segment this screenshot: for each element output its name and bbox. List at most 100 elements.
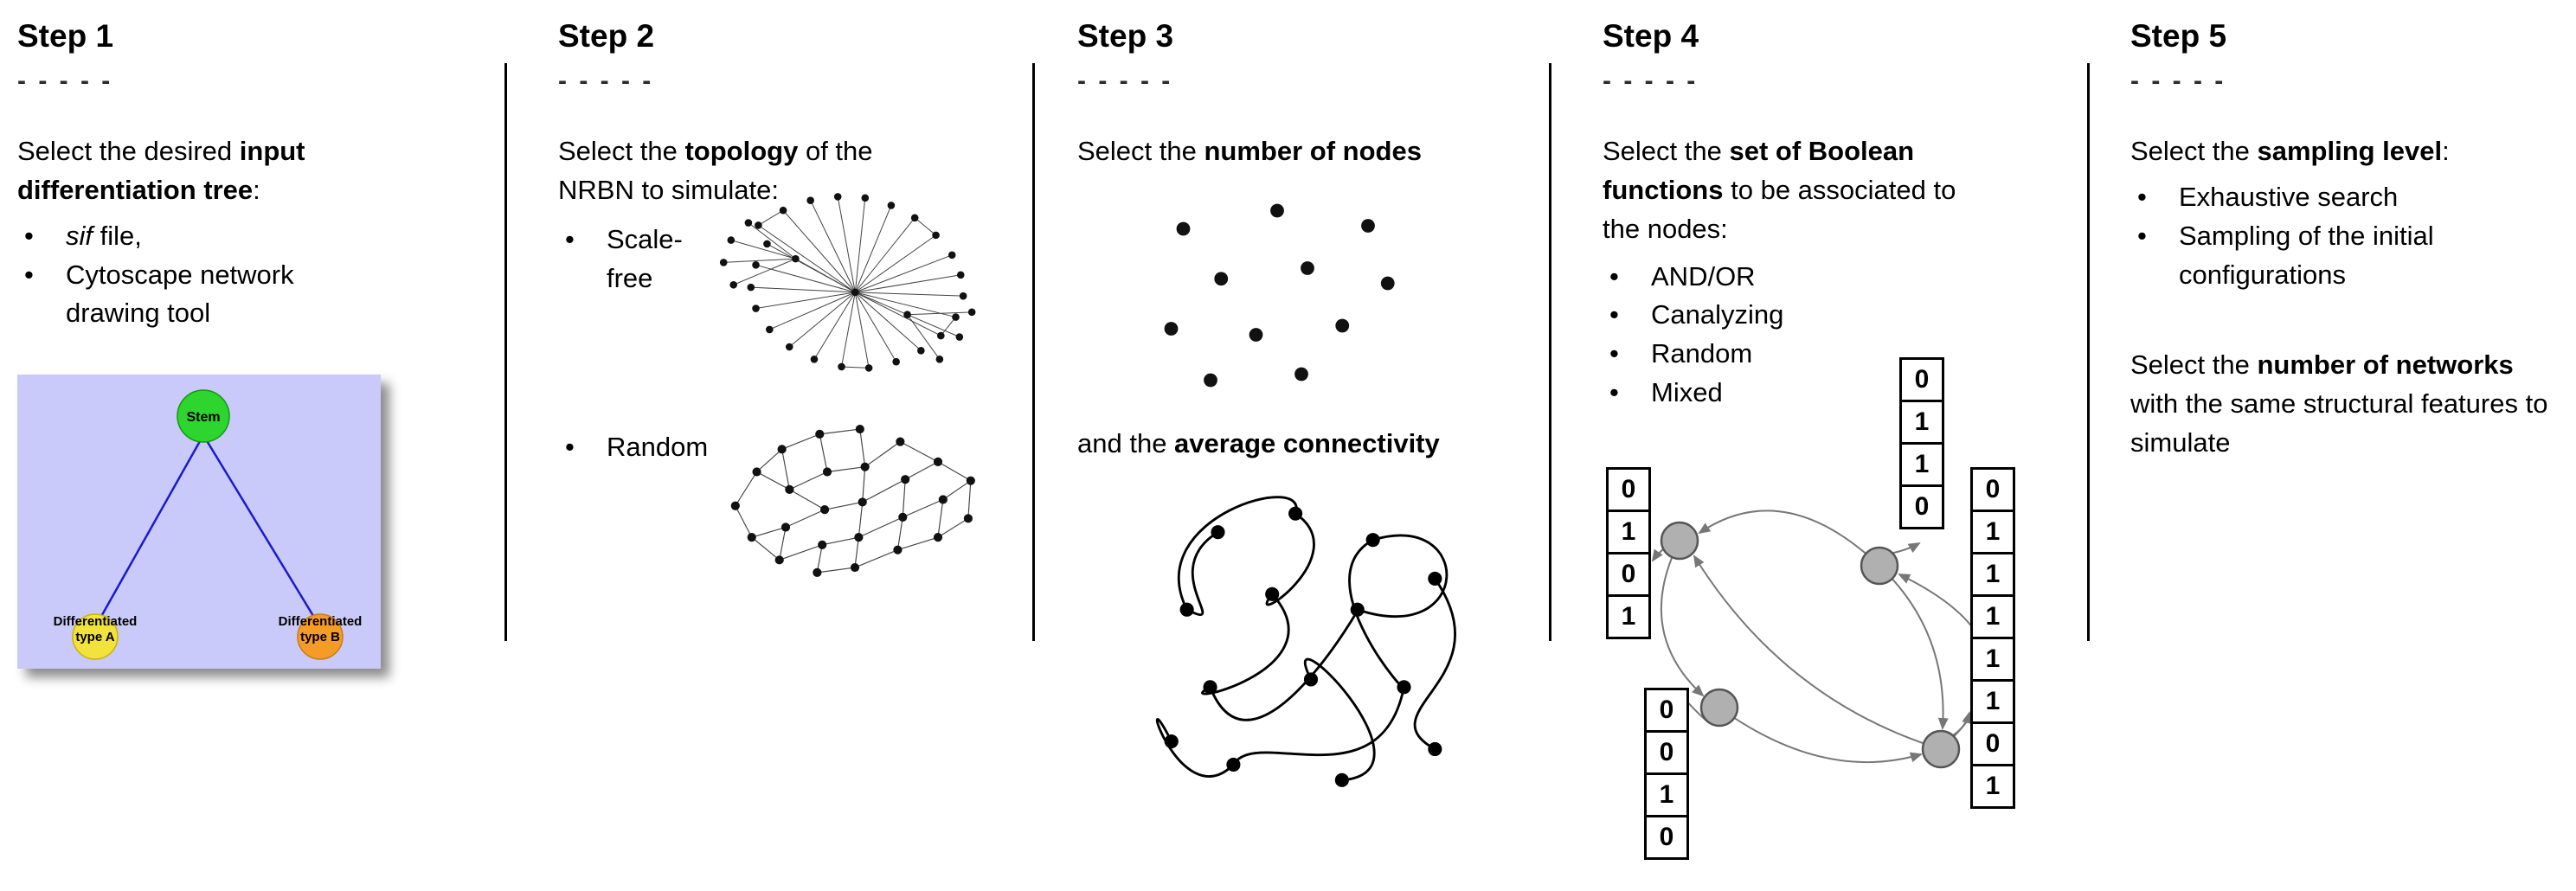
connectivity-network-figure [1155,495,1456,787]
bullet-marker: • [565,431,575,462]
dash-separator: - - - - - [558,66,654,95]
intro-bold: input differentiation tree [17,135,305,205]
type-b-label-line1: Differentiated [279,614,363,629]
bullet-marker: • [24,220,34,251]
step-2-title: Step 2 [558,18,655,54]
truth-table-cell: 0 [1644,730,1689,775]
bullet-label: Sampling of the initial configurations [2179,220,2434,290]
step-2-intro: Select the topology of the NRBN to simul… [558,132,939,210]
bullet-item: •Canalyzing [1603,296,1888,335]
bullet-label: Scale-free [607,223,683,293]
bullet-item: • sif file, [17,217,498,256]
intro-post: of the NRBN to simulate: [558,135,873,205]
bullet-label: Exhaustive search [2179,181,2399,212]
edge-c-to-d [1718,707,1923,764]
tree-edge-a [93,434,205,628]
truth-table-cell: 1 [1970,594,2015,639]
differentiation-tree-figure: Stem Differentiated type A Differentiate… [17,375,381,670]
truth-table-cell: 0 [1644,688,1689,733]
truth-table-cell: 1 [1606,594,1651,639]
intro-pre: Select the [2130,135,2258,166]
type-b-label-line2: type B [300,630,340,644]
bullet-marker: • [2137,220,2147,251]
differentiated-type-a-node [72,613,119,661]
intro-bold: set of Boolean functions [1603,135,1915,205]
differentiated-type-b-node [297,613,344,661]
truth-table-cell: 1 [1644,772,1689,817]
step-3-title: Step 3 [1077,18,1174,54]
bullet-label: Random [607,431,709,462]
bullet-marker: • [24,259,34,290]
bullet-marker: • [1609,299,1619,330]
step-5-bullets: • Exhaustive search • Sampling of the init… [2130,178,2567,295]
intro-pre: Select the [1603,135,1730,166]
bullet-item: •Mixed [1603,374,1888,413]
column-divider [504,63,507,641]
edge-d-to-right-table [1952,711,1972,736]
step-4-intro: Select the set of Boolean functions to b… [1603,132,2001,249]
intro-bold: sampling level [2257,135,2443,166]
truth-table-cell: 0 [1899,484,1944,529]
truth-table-cell: 0 [1606,467,1651,512]
truth-table-cell: 1 [1606,510,1651,554]
random-network-figure [730,424,976,577]
step-5-paragraph-2: Select the number of networks with the s… [2130,346,2563,463]
step-1-bullets: • sif file, • Cytoscape network drawing … [17,217,498,334]
dash-separator: - - - - - [2130,66,2226,95]
truth-table-cell: 1 [1970,552,2015,597]
truth-table-cell: 0 [1899,357,1944,402]
truth-table-cell: 1 [1970,510,2015,554]
stem-node [177,389,230,444]
bullet-rest: file, [93,220,142,251]
edge-b-to-d [1879,565,1949,730]
edge-a-to-c [1660,540,1705,697]
step-1-intro: Select the desired input differentiation… [17,132,372,210]
scale-free-network-figure [719,192,976,372]
dash-separator: - - - - - [17,66,113,95]
edge-b-to-top-table [1889,542,1921,554]
para-pre: Select the [2130,349,2258,381]
nodes-scatter-figure [1164,203,1395,387]
truth-table-cell: 0 [1644,815,1689,860]
intro-bold: topology [684,135,799,166]
truth-table-cell: 0 [1606,552,1651,597]
stem-node-label: Stem [186,410,220,425]
truth-table-cell: 1 [1899,442,1944,487]
truth-table-cell: 1 [1970,637,2015,682]
bullet-item: • Exhaustive search [2130,178,2567,217]
truth-table-cell: 1 [1970,679,2015,724]
bullet-marker: • [1609,260,1619,292]
bullet-item: • Cytoscape network drawing tool [17,256,498,334]
boolean-network-arrows [1651,510,1989,769]
gray-node-d [1921,729,1961,769]
bullet-marker: • [2137,181,2147,212]
truth-table-cell: 0 [1970,721,2015,766]
intro-post: to be associated to the nodes: [1603,174,1956,244]
dash-separator: - - - - - [1603,66,1699,95]
step-1-title: Step 1 [17,18,114,54]
bullet-label: Random [1651,338,1753,369]
truth-table-right: 0 1 1 1 1 1 0 1 [1970,467,2015,809]
step-5-intro: Select the sampling level: [2130,132,2567,171]
step-3-line2: and the average connectivity [1077,425,1540,464]
step-3-line1: Select the number of nodes [1077,132,1540,171]
step-4-column: Step 4 - - - - - Select the set of Boole… [1603,18,2078,860]
para-post: with the same structural features to sim… [2130,388,2548,458]
bullet-label: Cytoscape network drawing tool [66,259,294,329]
intro-pre: Select the desired [17,135,240,166]
truth-table-top: 0 1 1 0 [1899,357,1944,529]
type-a-label-line1: Differentiated [54,614,138,629]
column-divider [1549,63,1551,641]
bullet-label: Mixed [1651,377,1723,408]
edge-d-to-a [1693,554,1942,750]
step-4-title: Step 4 [1603,18,1699,54]
boolean-network-figure: 0 1 0 1 0 1 1 0 0 0 1 0 0 1 1 1 1 1 0 1 [1603,346,2087,891]
column-divider [2087,63,2090,641]
para-bold: number of networks [2257,349,2514,381]
intro-pre: Select the [558,135,685,166]
bullet-item: • Scale-free [558,221,705,298]
truth-table-cell: 1 [1899,400,1944,445]
differentiation-tree-svg: Stem Differentiated type A Differentiate… [17,375,381,670]
truth-table-left: 0 1 0 1 [1606,467,1651,639]
step-4-bullets: •AND/OR •Canalyzing •Random •Mixed [1603,258,1888,413]
